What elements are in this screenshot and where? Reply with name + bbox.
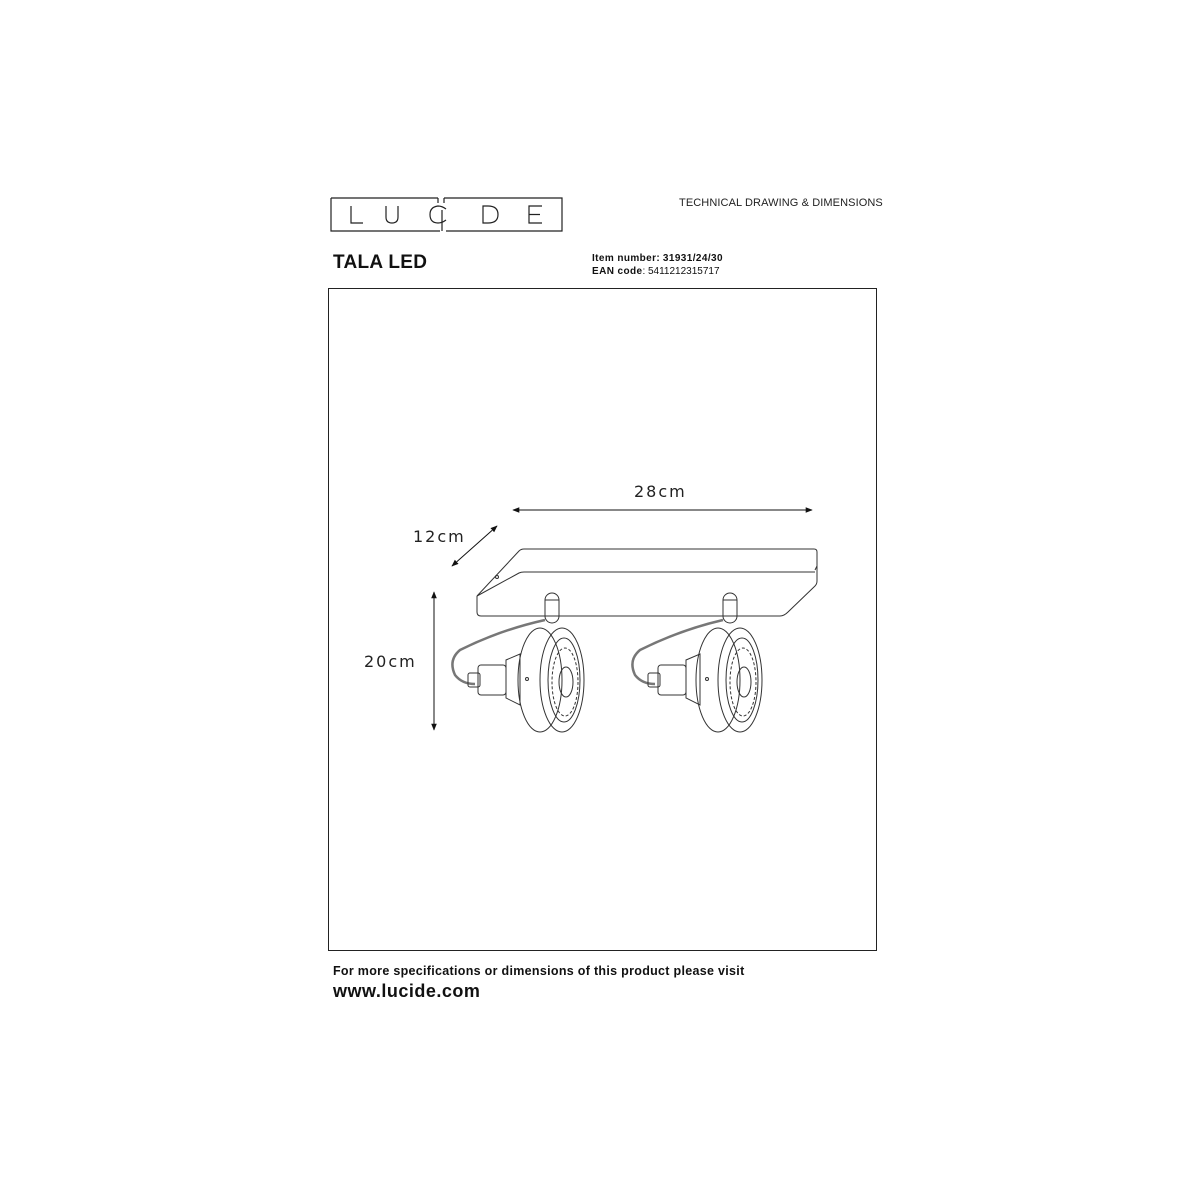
dimension-width-label: 28cm bbox=[634, 482, 687, 501]
ean-label: EAN code bbox=[592, 266, 643, 277]
ean-row: EAN code: 5411212315717 bbox=[592, 265, 723, 278]
technical-drawing: 28cm 12cm 20cm bbox=[364, 482, 818, 733]
product-name: TALA LED bbox=[333, 252, 428, 273]
dimension-height-label: 20cm bbox=[364, 652, 417, 671]
dimension-depth-label: 12cm bbox=[413, 527, 466, 546]
ean-value: : 5411212315717 bbox=[642, 266, 720, 277]
item-number-row: Item number: 31931/24/30 bbox=[592, 252, 723, 265]
product-meta: Item number: 31931/24/30 EAN code: 54112… bbox=[592, 252, 723, 278]
drawing-frame bbox=[328, 288, 877, 951]
spot-left bbox=[451, 592, 585, 733]
item-number-value: 31931/24/30 bbox=[662, 253, 723, 264]
document-type-label: TECHNICAL DRAWING & DIMENSIONS bbox=[679, 197, 883, 209]
item-number-label: Item number: bbox=[592, 253, 661, 264]
website-link[interactable]: www.lucide.com bbox=[333, 981, 481, 1001]
lucide-logo bbox=[330, 197, 563, 232]
spot-right bbox=[631, 592, 763, 733]
footer-text: For more specifications or dimensions of… bbox=[333, 964, 745, 978]
